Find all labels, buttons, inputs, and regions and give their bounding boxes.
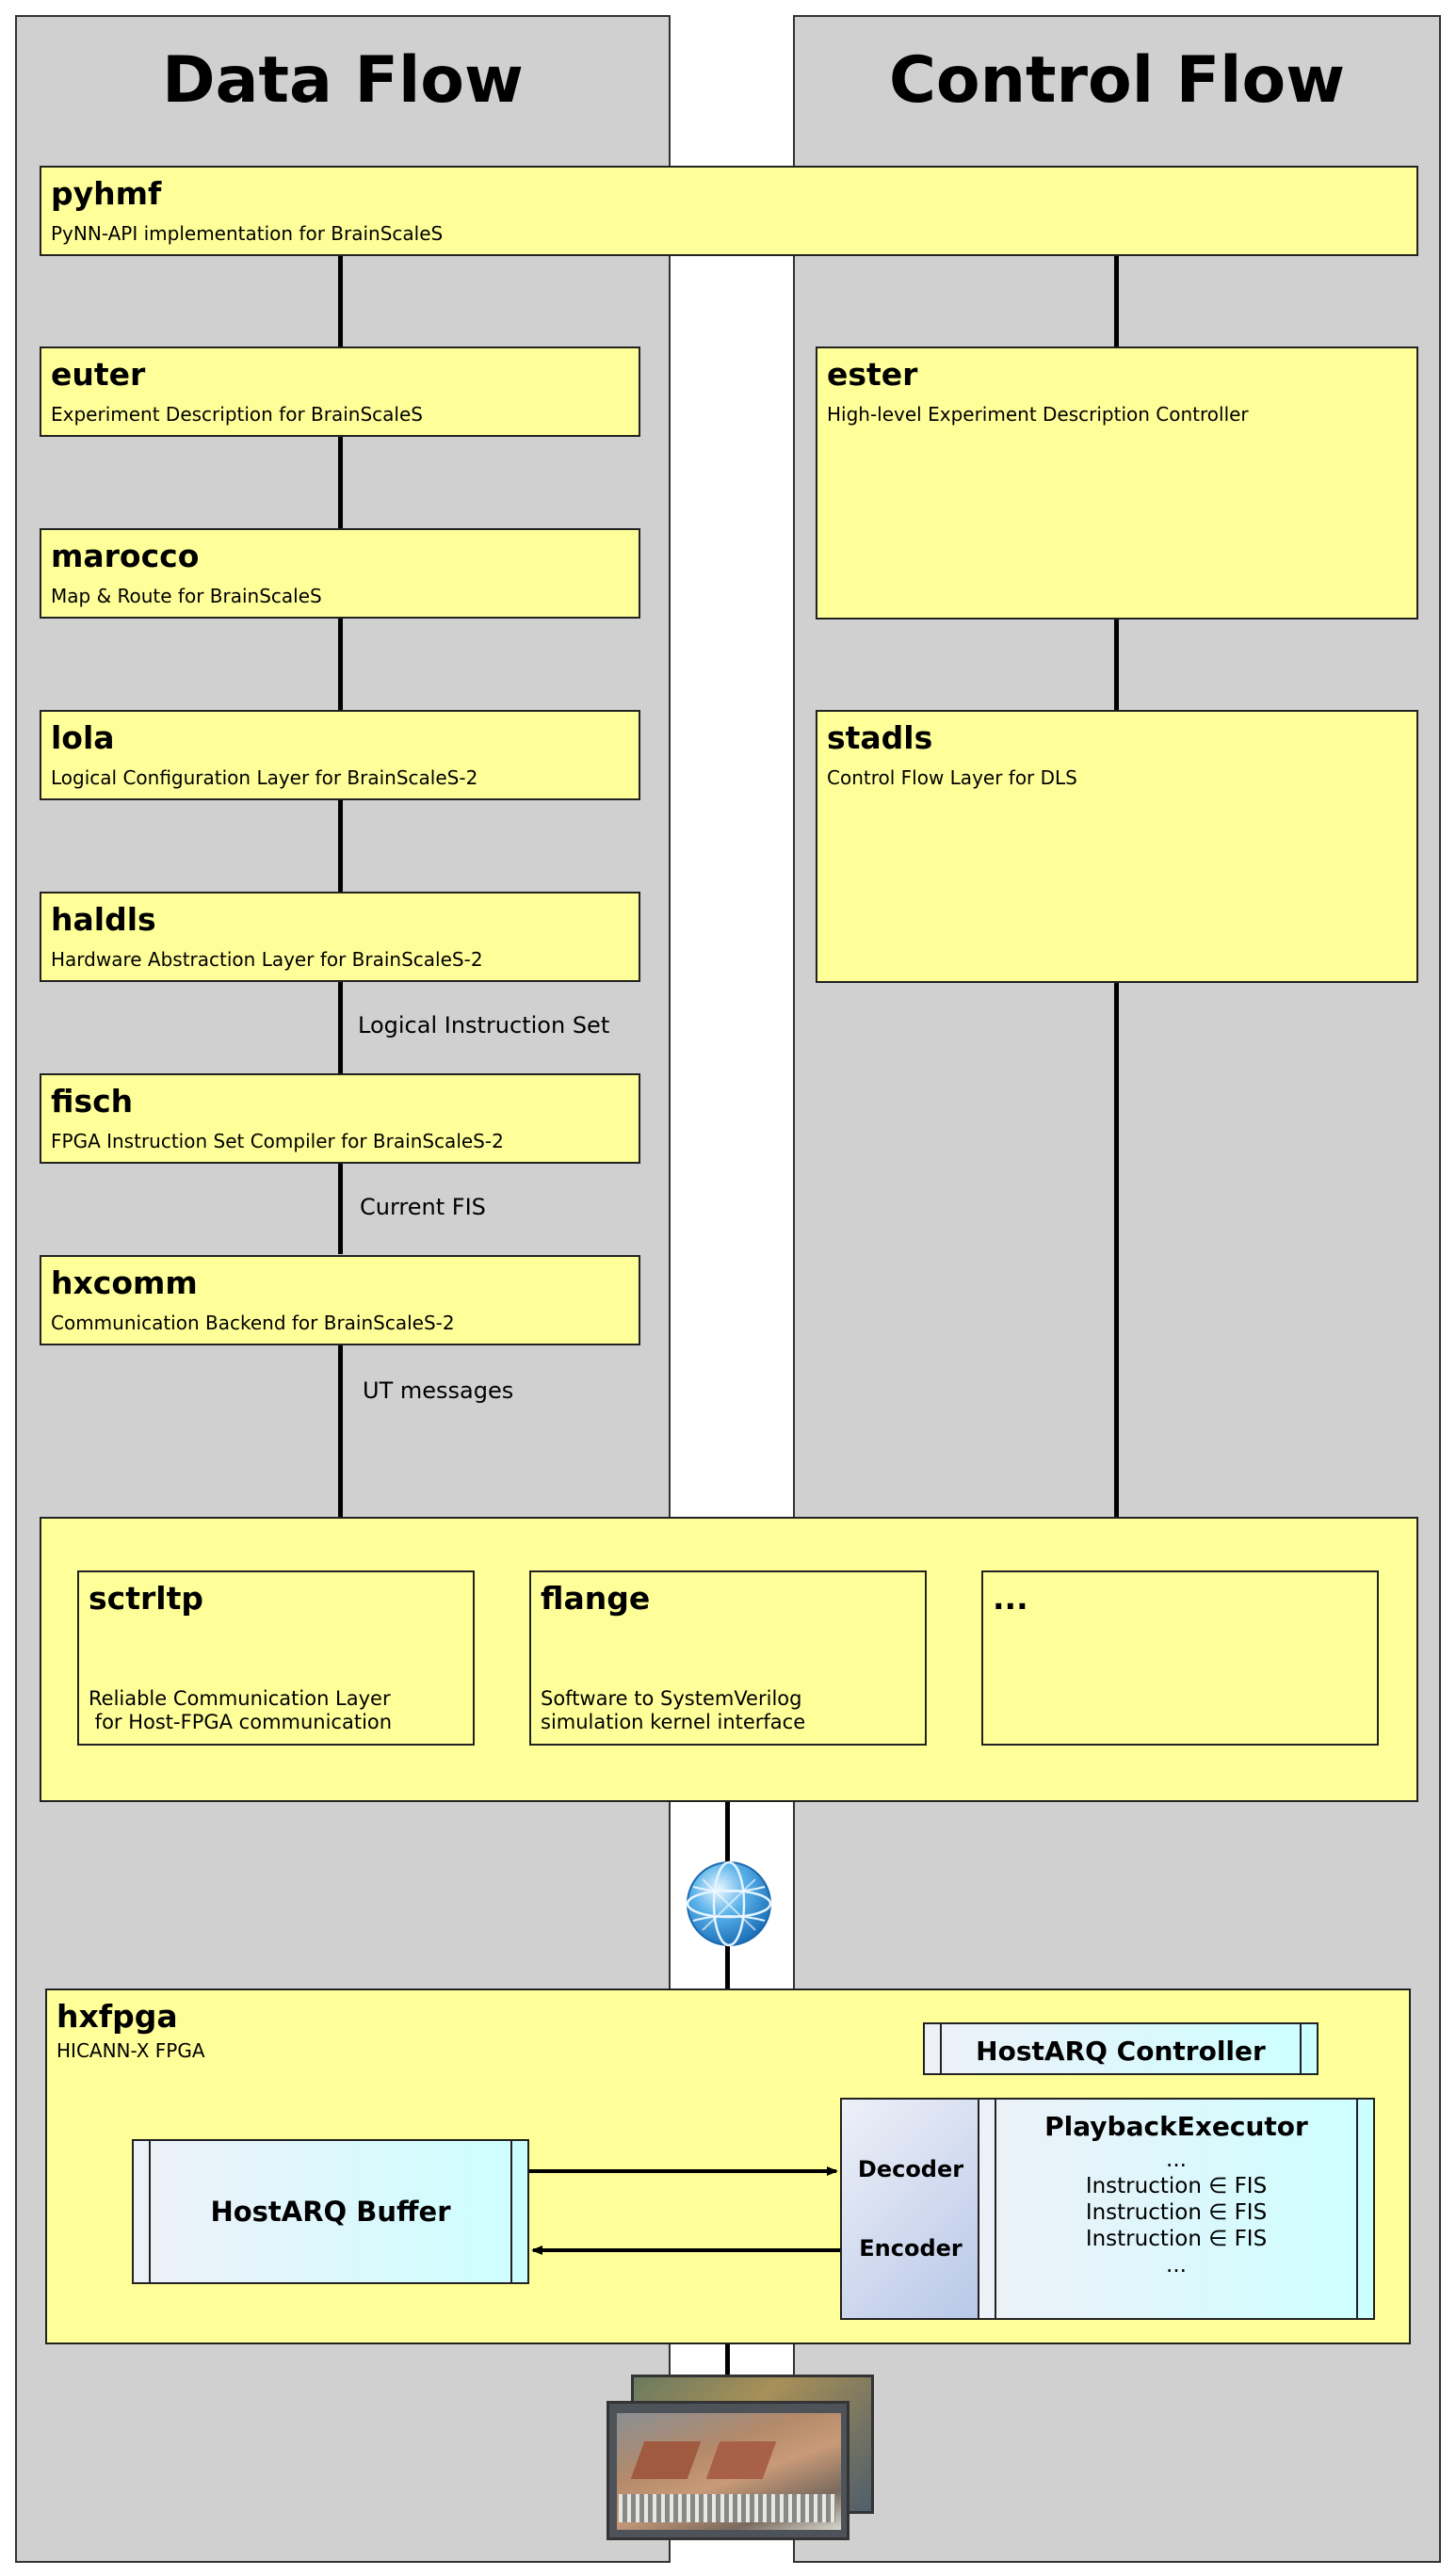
marocco-box: marocco Map & Route for BrainScaleS — [40, 528, 640, 619]
stadls-name: stadls — [827, 719, 933, 756]
connector-haldls-fisch — [338, 981, 343, 1073]
hostarq-controller-bar-left — [925, 2024, 942, 2073]
playback-bar-left — [979, 2100, 996, 2318]
connector-fisch-hxcomm — [338, 1162, 343, 1254]
marocco-name: marocco — [51, 538, 200, 574]
sctrltp-name: sctrltp — [89, 1580, 203, 1617]
ester-desc: High-level Experiment Description Contro… — [827, 403, 1249, 426]
decoder-label: Decoder — [857, 2156, 964, 2182]
hxcomm-name: hxcomm — [51, 1264, 198, 1301]
connector-stadls-backends — [1114, 981, 1119, 1518]
hxfpga-desc: HICANN-X FPGA — [57, 2039, 205, 2062]
connector-pyhmf-euter — [338, 256, 343, 348]
ester-box: ester High-level Experiment Description … — [816, 346, 1418, 620]
playback-line: Instruction ∈ FIS — [1085, 2174, 1268, 2198]
playback-executor-lines: ... Instruction ∈ FIS Instruction ∈ FIS … — [996, 2147, 1356, 2278]
codec-block: Decoder Encoder PlaybackExecutor ... Ins… — [840, 2098, 1375, 2320]
hxcomm-box: hxcomm Communication Backend for BrainSc… — [40, 1255, 640, 1345]
sctrltp-box: sctrltp Reliable Communication Layer for… — [77, 1570, 475, 1746]
label-current-fis: Current FIS — [360, 1194, 486, 1220]
globe-icon — [686, 1860, 772, 1947]
label-ut-messages: UT messages — [363, 1377, 514, 1404]
stadls-desc: Control Flow Layer for DLS — [827, 766, 1077, 789]
playback-bar-right — [1356, 2100, 1373, 2318]
connector-ester-stadls — [1114, 618, 1119, 710]
hostarq-buffer-label: HostARQ Buffer — [210, 2196, 451, 2228]
data-flow-title: Data Flow — [162, 43, 524, 118]
hostarq-buffer: HostARQ Buffer — [132, 2139, 529, 2284]
hostarq-controller-bar-right — [1300, 2024, 1317, 2073]
fisch-name: fisch — [51, 1083, 134, 1119]
lola-box: lola Logical Configuration Layer for Bra… — [40, 710, 640, 800]
lola-name: lola — [51, 719, 115, 756]
playback-line: ... — [1166, 2148, 1187, 2172]
connector-backends-network — [725, 1800, 730, 1862]
marocco-desc: Map & Route for BrainScaleS — [51, 585, 322, 607]
connector-marocco-lola — [338, 618, 343, 710]
connector-hxcomm-backends — [338, 1343, 343, 1518]
hostarq-buffer-bar-right — [510, 2141, 527, 2282]
euter-box: euter Experiment Description for BrainSc… — [40, 346, 640, 437]
connector-pyhmf-ester — [1114, 256, 1119, 348]
pyhmf-name: pyhmf — [51, 175, 162, 212]
haldls-desc: Hardware Abstraction Layer for BrainScal… — [51, 948, 483, 971]
connector-euter-marocco — [338, 437, 343, 529]
playback-line: Instruction ∈ FIS — [1085, 2200, 1268, 2225]
stadls-box: stadls Control Flow Layer for DLS — [816, 710, 1418, 983]
connector-lola-haldls — [338, 800, 343, 893]
more-backends-box: ... — [981, 1570, 1379, 1746]
more-backends-name: ... — [993, 1580, 1028, 1617]
hxfpga-name: hxfpga — [57, 1998, 178, 2035]
hxcomm-desc: Communication Backend for BrainScaleS-2 — [51, 1312, 455, 1334]
sctrltp-desc: Reliable Communication Layer for Host-FP… — [89, 1687, 393, 1733]
chip-wires — [619, 2494, 835, 2522]
fisch-desc: FPGA Instruction Set Compiler for BrainS… — [51, 1130, 504, 1152]
playback-executor-title: PlaybackExecutor — [1044, 2111, 1308, 2142]
fisch-box: fisch FPGA Instruction Set Compiler for … — [40, 1073, 640, 1164]
euter-name: euter — [51, 356, 146, 393]
connector-network-fpga — [725, 1945, 730, 1990]
hostarq-controller-label: HostARQ Controller — [976, 2036, 1266, 2067]
haldls-box: haldls Hardware Abstraction Layer for Br… — [40, 892, 640, 982]
encoder-label: Encoder — [859, 2235, 963, 2262]
hostarq-buffer-bar-left — [134, 2141, 151, 2282]
playback-line: Instruction ∈ FIS — [1085, 2227, 1268, 2251]
label-logical-instruction-set: Logical Instruction Set — [358, 1012, 610, 1038]
hostarq-controller: HostARQ Controller — [923, 2022, 1318, 2075]
haldls-name: haldls — [51, 901, 156, 938]
flange-desc: Software to SystemVerilog simulation ker… — [541, 1687, 806, 1733]
playback-line: ... — [1166, 2253, 1187, 2278]
euter-desc: Experiment Description for BrainScaleS — [51, 403, 423, 426]
playback-panel — [979, 2100, 1373, 2318]
lola-desc: Logical Configuration Layer for BrainSca… — [51, 766, 478, 789]
pyhmf-box: pyhmf PyNN-API implementation for BrainS… — [40, 166, 1418, 256]
flange-box: flange Software to SystemVerilog simulat… — [529, 1570, 927, 1746]
ester-name: ester — [827, 356, 918, 393]
chip-wafer-photo — [607, 2401, 849, 2540]
flange-name: flange — [541, 1580, 651, 1617]
connector-fpga-hardware — [725, 2341, 730, 2407]
control-flow-title: Control Flow — [888, 43, 1346, 118]
codec-panel — [842, 2100, 979, 2318]
pyhmf-desc: PyNN-API implementation for BrainScaleS — [51, 222, 444, 245]
